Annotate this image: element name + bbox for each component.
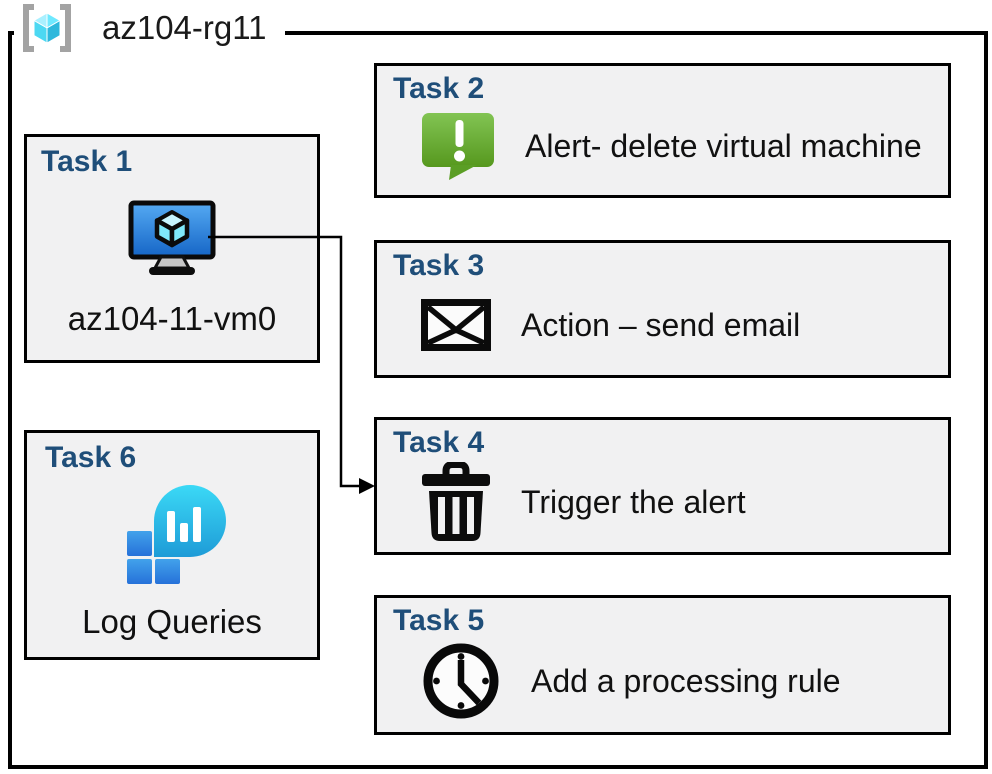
task5-box: Task 5 Add a processing rule — [374, 595, 951, 735]
task5-title: Task 5 — [393, 604, 485, 637]
task4-box: Task 4 Trigger the alert — [374, 417, 951, 555]
task2-label: Alert- delete virtual machine — [525, 128, 922, 164]
task3-label: Action – send email — [521, 306, 801, 343]
task2-box: Task 2 Alert- delete virtual machine — [374, 63, 951, 198]
email-envelope-icon — [421, 299, 491, 351]
task3-title: Task 3 — [393, 249, 485, 282]
trash-delete-icon — [421, 462, 491, 542]
task5-label: Add a processing rule — [531, 662, 841, 699]
task3-box: Task 3 Action – send email — [374, 240, 951, 378]
task4-title: Task 4 — [393, 426, 485, 459]
alert-message-icon — [421, 112, 495, 182]
task6-label: Log Queries — [82, 603, 262, 640]
virtual-machine-icon — [128, 200, 216, 276]
clock-icon — [421, 641, 501, 721]
resource-group-label: az104-rg11 — [102, 9, 267, 46]
task2-title: Task 2 — [393, 72, 485, 105]
resource-group-icon — [16, 3, 78, 53]
task1-title: Task 1 — [41, 145, 133, 178]
task6-title: Task 6 — [45, 441, 137, 474]
task1-box: Task 1 az104-11-vm0 — [24, 134, 320, 363]
log-analytics-icon — [126, 485, 228, 585]
task4-label: Trigger the alert — [521, 483, 746, 520]
task1-label: az104-11-vm0 — [67, 300, 277, 337]
resource-group-header: az104-rg11 — [14, 0, 285, 56]
task6-box: Task 6 Log Queries — [24, 430, 320, 660]
